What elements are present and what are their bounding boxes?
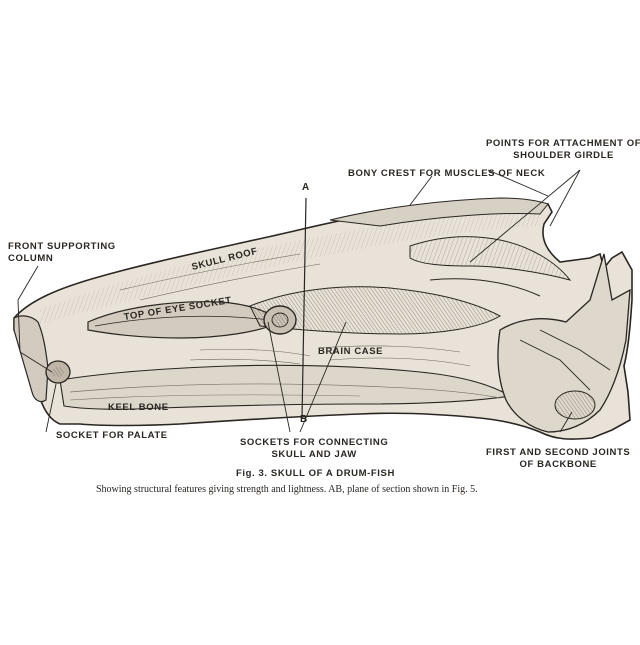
label-front-support-line2: COLUMN — [8, 253, 54, 264]
leader-lines — [17, 169, 581, 433]
label-backbone: FIRST AND SECOND JOINTS OF BACKBONE — [486, 447, 630, 471]
neck-crest — [329, 197, 549, 227]
label-sockets-connecting-line1: SOCKETS FOR CONNECTING — [240, 437, 389, 448]
detail-strokes — [119, 253, 471, 367]
label-front-support: FRONT SUPPORTING COLUMN — [8, 241, 116, 265]
label-points-attachment: POINTS FOR ATTACHMENT OF SHOULDER GIRDLE — [486, 138, 640, 162]
label-points-attachment-line1: POINTS FOR ATTACHMENT OF — [486, 138, 640, 149]
label-sockets-connecting-line2: SKULL AND JAW — [271, 449, 357, 460]
marker-b: B — [300, 414, 308, 425]
brain-case-cavity — [249, 286, 502, 335]
label-front-support-line1: FRONT SUPPORTING — [8, 241, 116, 252]
label-points-attachment-line2: SHOULDER GIRDLE — [513, 150, 614, 161]
label-brain-case: BRAIN CASE — [318, 346, 384, 357]
plane-ab-line — [301, 197, 307, 419]
label-backbone-line2: OF BACKBONE — [519, 459, 597, 470]
label-keel-bone: KEEL BONE — [108, 402, 169, 413]
figure-caption-title: Fig. 3. SKULL OF A DRUM-FISH — [236, 468, 395, 479]
label-bony-crest: BONY CREST FOR MUSCLES OF NECK — [348, 168, 546, 179]
label-backbone-line1: FIRST AND SECOND JOINTS — [486, 447, 631, 458]
label-socket-palate: SOCKET FOR PALATE — [56, 430, 168, 441]
girdle-attachment — [409, 236, 572, 281]
skull-roof-shading — [40, 213, 540, 324]
backbone-joints — [497, 253, 631, 433]
figure-caption-subtitle: Showing structural features giving stren… — [96, 484, 478, 495]
marker-a: A — [302, 182, 310, 193]
label-sockets-connecting: SOCKETS FOR CONNECTING SKULL AND JAW — [240, 437, 388, 461]
